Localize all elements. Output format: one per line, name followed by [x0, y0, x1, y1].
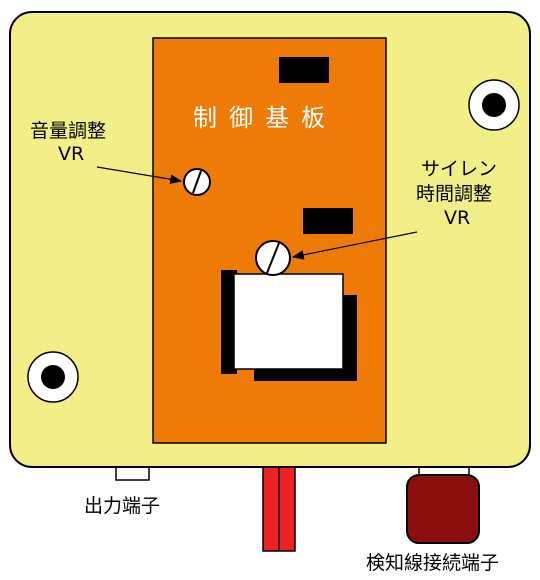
siren-vr-label-vr: VR — [444, 207, 471, 229]
component-left-edge — [221, 270, 237, 374]
volume-vr-label-vr: VR — [58, 143, 85, 165]
mounting-hole-bottom-left — [27, 351, 79, 403]
siren-vr-arrow — [291, 231, 418, 260]
siren-vr-label-2: 時間調整 — [416, 183, 493, 205]
siren-vr-icon — [255, 240, 291, 276]
detection-terminal-label: 検知線接続端子 — [366, 552, 500, 574]
siren-vr-label: サイレン — [421, 158, 498, 180]
volume-vr-icon — [183, 168, 211, 196]
mounting-hole-top-right — [468, 79, 520, 131]
board-title: 制御基板 — [193, 104, 337, 132]
volume-vr-arrow — [96, 166, 183, 184]
chip-middle — [303, 208, 353, 234]
output-terminal-label: 出力端子 — [84, 495, 161, 517]
volume-vr-label: 音量調整 — [30, 120, 107, 142]
detection-connector — [406, 474, 480, 544]
chip-top — [279, 57, 329, 83]
component-box — [233, 273, 344, 370]
